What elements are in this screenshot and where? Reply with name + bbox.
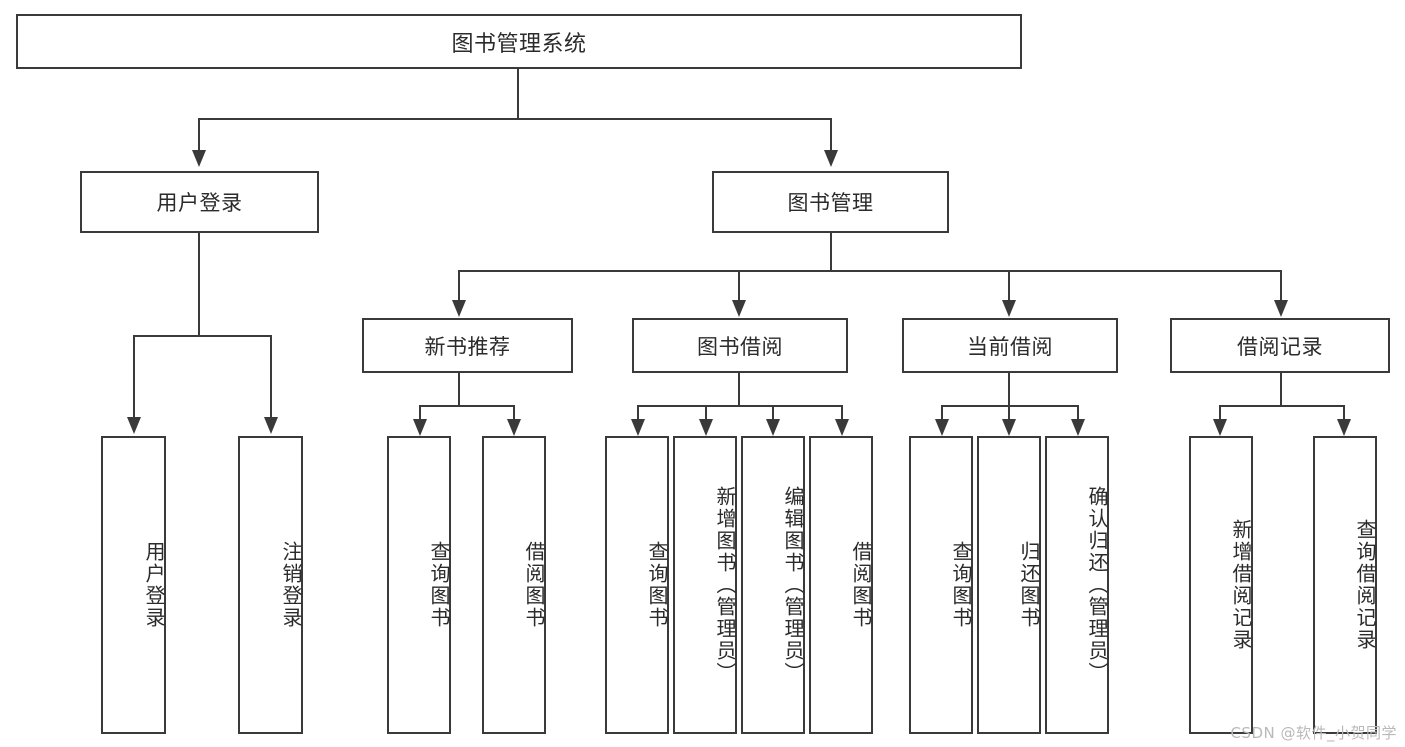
node-current-borrow[interactable]: 当前借阅 — [902, 318, 1118, 373]
leaf-new-book-borrow-book[interactable]: 借阅图书 — [482, 436, 546, 734]
connector-book-borrow-stem — [738, 373, 740, 405]
arrowhead-leaf-user-login-1 — [127, 417, 141, 434]
arrowhead-leaf-current-borrow-3 — [1071, 419, 1085, 436]
connector-book-borrow-drop-3 — [772, 405, 774, 421]
connector-book-borrow-drop-2 — [705, 405, 707, 421]
arrowhead-to-book-borrow — [732, 300, 746, 317]
arrowhead-leaf-user-login-2 — [264, 417, 278, 434]
arrowhead-leaf-book-borrow-3 — [766, 419, 780, 436]
connector-user-login-drop-1 — [133, 335, 135, 419]
node-book-management[interactable]: 图书管理 — [712, 171, 949, 233]
connector-book-management-stem — [830, 233, 832, 270]
connector-borrow-records-stem — [1280, 373, 1282, 405]
leaf-user-logout[interactable]: 注销登录 — [238, 436, 303, 734]
leaf-book-borrow-edit-book-admin[interactable]: 编辑图书（管理员） — [741, 436, 805, 734]
arrowhead-leaf-book-borrow-1 — [631, 419, 645, 436]
connector-borrow-records-drop-2 — [1343, 405, 1345, 421]
arrowhead-leaf-book-borrow-2 — [699, 419, 713, 436]
node-new-book-recommend[interactable]: 新书推荐 — [362, 318, 573, 373]
connector-book-borrow-drop-1 — [637, 405, 639, 421]
leaf-user-login[interactable]: 用户登录 — [101, 436, 166, 734]
connector-level3-drop-2 — [738, 270, 740, 302]
connector-new-book-drop-2 — [513, 405, 515, 421]
connector-level3-drop-4 — [1280, 270, 1282, 302]
arrowhead-leaf-book-borrow-4 — [835, 419, 849, 436]
arrowhead-to-borrow-records — [1274, 300, 1288, 317]
connector-borrow-records-drop-1 — [1219, 405, 1221, 421]
node-book-borrow[interactable]: 图书借阅 — [632, 318, 848, 373]
connector-root-stem — [517, 69, 519, 118]
connector-current-borrow-stem — [1008, 373, 1010, 405]
arrowhead-leaf-new-book-2 — [507, 419, 521, 436]
connector-user-login-drop-2 — [270, 335, 272, 419]
node-borrow-records[interactable]: 借阅记录 — [1170, 318, 1390, 373]
connector-borrow-records-bar — [1219, 405, 1343, 407]
arrowhead-to-current-borrow — [1002, 300, 1016, 317]
connector-book-borrow-bar — [637, 405, 841, 407]
arrowhead-to-book-management — [824, 150, 838, 167]
connector-current-borrow-drop-3 — [1077, 405, 1079, 421]
arrowhead-leaf-current-borrow-1 — [935, 419, 949, 436]
connector-new-book-drop-1 — [419, 405, 421, 421]
connector-book-borrow-drop-4 — [841, 405, 843, 421]
arrowhead-to-new-book-recommend — [452, 300, 466, 317]
leaf-new-book-query-book[interactable]: 查询图书 — [387, 436, 451, 734]
leaf-current-borrow-confirm-return-admin[interactable]: 确认归还（管理员） — [1045, 436, 1109, 734]
connector-level2-drop-right — [830, 118, 832, 152]
arrowhead-leaf-new-book-1 — [413, 419, 427, 436]
connector-new-book-bar — [419, 405, 514, 407]
leaf-borrow-records-query-record[interactable]: 查询借阅记录 — [1313, 436, 1377, 734]
connector-new-book-stem — [458, 373, 460, 405]
leaf-borrow-records-add-record[interactable]: 新增借阅记录 — [1189, 436, 1253, 734]
arrowhead-leaf-borrow-records-1 — [1213, 419, 1227, 436]
node-user-login[interactable]: 用户登录 — [80, 171, 319, 233]
connector-user-login-bar — [133, 335, 271, 337]
connector-level2-drop-left — [198, 118, 200, 152]
leaf-current-borrow-query-book[interactable]: 查询图书 — [909, 436, 973, 734]
arrowhead-leaf-current-borrow-2 — [1002, 419, 1016, 436]
connector-level3-drop-3 — [1008, 270, 1010, 302]
connector-current-borrow-drop-1 — [941, 405, 943, 421]
leaf-book-borrow-add-book-admin[interactable]: 新增图书（管理员） — [673, 436, 737, 734]
connector-user-login-stem — [198, 233, 200, 335]
connector-level2-bar — [198, 118, 832, 120]
leaf-book-borrow-borrow-book[interactable]: 借阅图书 — [809, 436, 873, 734]
arrowhead-leaf-borrow-records-2 — [1337, 419, 1351, 436]
connector-level3-drop-1 — [458, 270, 460, 302]
connector-current-borrow-drop-2 — [1008, 405, 1010, 421]
connector-level3-bar — [458, 270, 1282, 272]
leaf-book-borrow-query-book[interactable]: 查询图书 — [605, 436, 669, 734]
node-root-system[interactable]: 图书管理系统 — [16, 14, 1022, 69]
arrowhead-to-user-login — [192, 150, 206, 167]
leaf-current-borrow-return-book[interactable]: 归还图书 — [977, 436, 1041, 734]
